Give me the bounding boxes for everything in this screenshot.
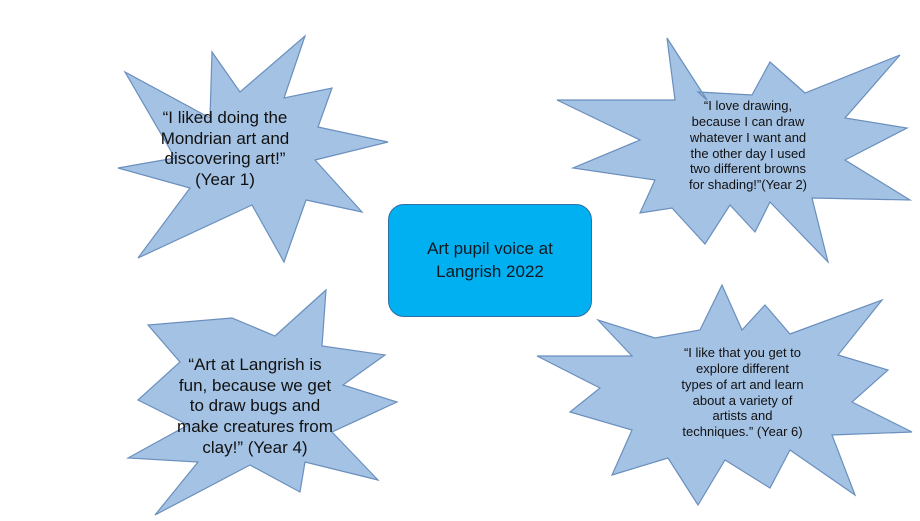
burst-shape-year-2 [556,37,913,265]
burst-shape-year-6 [536,283,913,507]
burst-shape-year-1 [117,34,389,264]
center-title-box: Art pupil voice at Langrish 2022 [388,204,592,317]
burst-shape-year-4 [125,288,399,516]
quote-year-4: “Art at Langrish is fun, because we get … [177,355,333,457]
quote-year-6: “I like that you get to explore differen… [681,345,804,440]
quote-year-1: “I liked doing the Mondrian art and disc… [160,108,290,190]
quote-year-2: “I love drawing, because I can draw what… [688,98,808,193]
center-title: Art pupil voice at Langrish 2022 [427,238,553,281]
